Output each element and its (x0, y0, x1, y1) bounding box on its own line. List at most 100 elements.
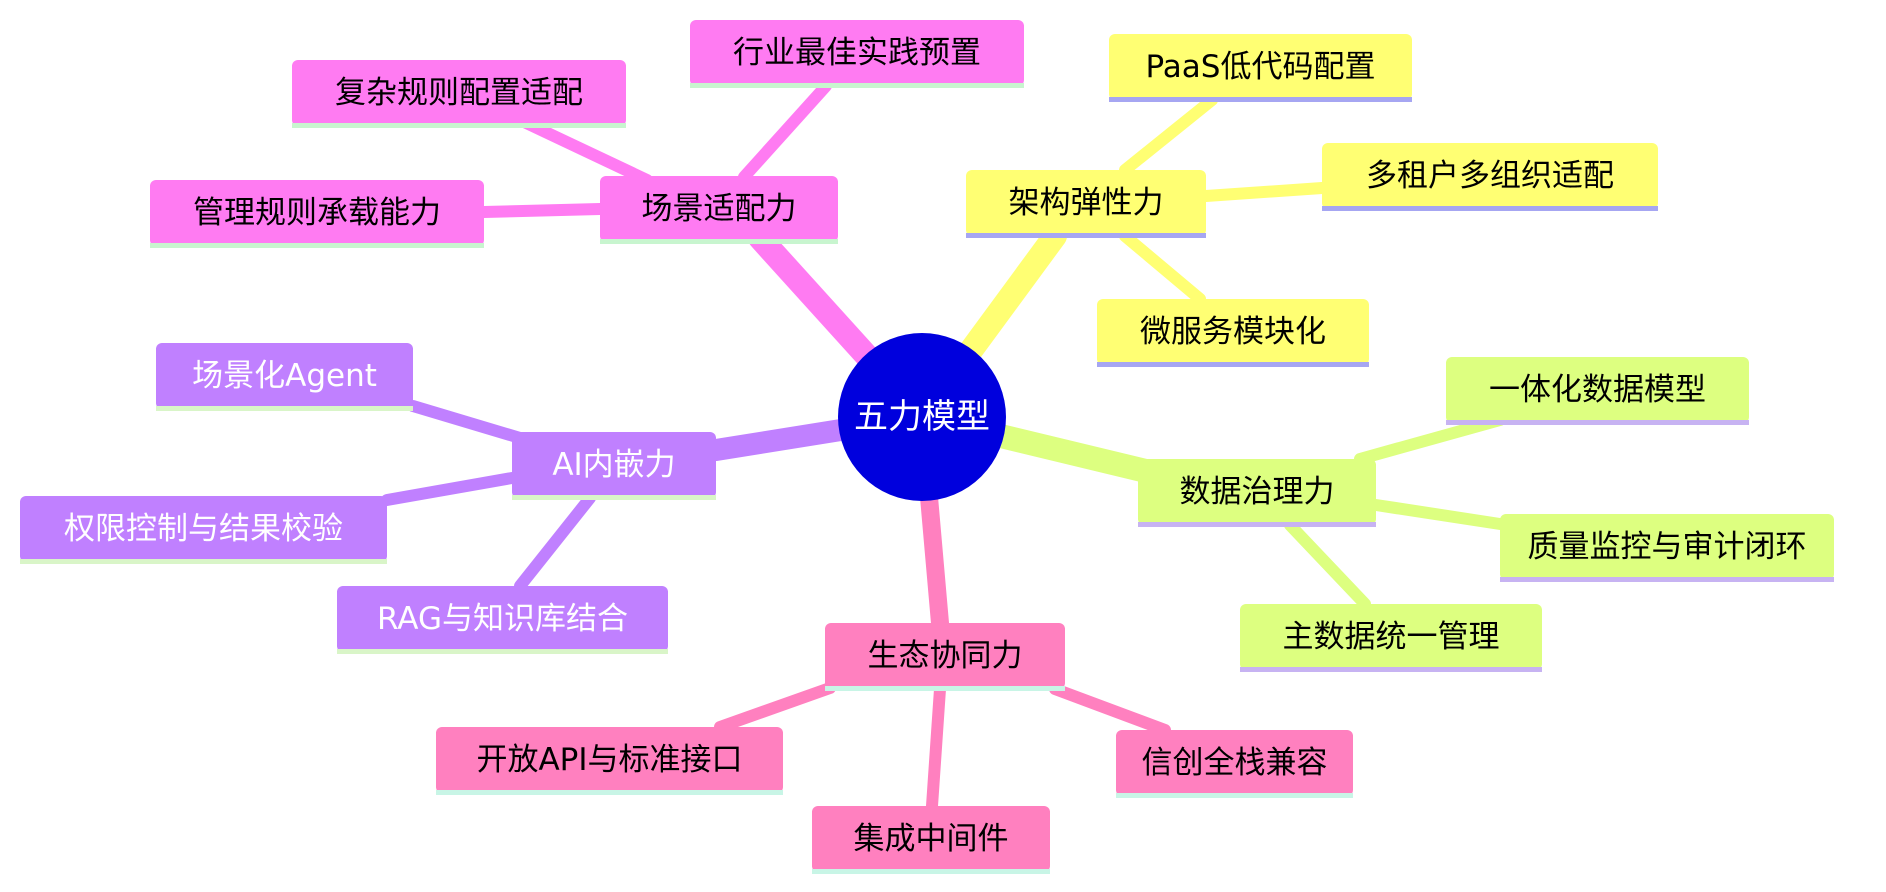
leaf-node-scene-1-label: 复杂规则配置适配 (335, 75, 583, 111)
branch-node-ai-underline (512, 495, 716, 500)
leaf-node-ai-2[interactable]: RAG与知识库结合 (337, 586, 668, 654)
branch-node-data-underline (1138, 522, 1376, 527)
leaf-node-scene-1-underline (292, 123, 626, 128)
leaf-node-data-0-underline (1446, 420, 1749, 425)
branch-node-eco-label: 生态协同力 (868, 638, 1023, 674)
leaf-node-eco-0-label: 开放API与标准接口 (476, 742, 742, 778)
edge-scene-child-0 (738, 80, 832, 183)
branch-node-data[interactable]: 数据治理力 (1138, 459, 1376, 527)
edge-arch-child-0 (1119, 94, 1218, 176)
edge-eco-child-1 (926, 683, 946, 812)
branch-node-eco-box (825, 623, 1065, 689)
branch-node-ai-label: AI内嵌力 (552, 447, 675, 483)
leaf-node-arch-0-underline (1109, 97, 1412, 102)
leaf-node-ai-1-underline (20, 559, 387, 564)
leaf-node-scene-0[interactable]: 行业最佳实践预置 (690, 20, 1024, 88)
leaf-node-arch-0-box (1109, 34, 1412, 100)
edge-arch-child-2 (1119, 230, 1206, 305)
leaf-node-ai-0-box (156, 343, 413, 409)
leaf-node-scene-0-label: 行业最佳实践预置 (733, 35, 981, 71)
branch-node-scene-label: 场景适配力 (642, 191, 797, 227)
leaf-node-scene-1[interactable]: 复杂规则配置适配 (292, 60, 626, 128)
leaf-node-arch-2-underline (1097, 362, 1369, 367)
leaf-node-data-2[interactable]: 主数据统一管理 (1240, 604, 1542, 672)
edge-ai-child-2 (514, 492, 596, 592)
branch-node-eco[interactable]: 生态协同力 (825, 623, 1065, 691)
leaf-node-scene-0-box (690, 20, 1024, 86)
leaf-node-eco-2-underline (1116, 793, 1353, 798)
leaf-node-data-1-label: 质量监控与审计闭环 (1528, 529, 1807, 565)
leaf-node-arch-1-underline (1322, 206, 1658, 211)
leaf-node-arch-2[interactable]: 微服务模块化 (1097, 299, 1369, 367)
leaf-node-eco-1-box (812, 806, 1050, 872)
leaf-node-arch-2-label: 微服务模块化 (1140, 314, 1326, 350)
leaf-node-data-1-underline (1500, 577, 1834, 582)
leaf-node-eco-1-label: 集成中间件 (854, 821, 1009, 857)
leaf-node-eco-1[interactable]: 集成中间件 (812, 806, 1050, 874)
branch-node-scene-underline (600, 239, 838, 244)
branch-node-ai-box (512, 432, 716, 498)
leaf-node-eco-0-box (436, 727, 783, 793)
branch-node-arch-label: 架构弹性力 (1009, 185, 1164, 221)
leaf-node-scene-2-label: 管理规则承载能力 (193, 195, 441, 231)
leaf-node-data-1[interactable]: 质量监控与审计闭环 (1500, 514, 1834, 582)
branch-node-data-label: 数据治理力 (1180, 474, 1335, 510)
branch-node-arch-underline (966, 233, 1206, 238)
branch-node-eco-underline (825, 686, 1065, 691)
leaf-node-ai-2-underline (337, 649, 668, 654)
leaf-node-ai-1-label: 权限控制与结果校验 (64, 511, 343, 547)
leaf-node-eco-2[interactable]: 信创全栈兼容 (1116, 730, 1353, 798)
edge-data-child-2 (1284, 519, 1371, 610)
leaf-node-scene-2-underline (150, 243, 484, 248)
edge-scene-child-1 (514, 114, 653, 186)
leaf-node-data-2-label: 主数据统一管理 (1283, 619, 1500, 655)
leaf-node-eco-1-underline (812, 869, 1050, 874)
leaf-node-arch-1-label: 多租户多组织适配 (1366, 158, 1614, 194)
leaf-node-scene-2-box (150, 180, 484, 246)
leaf-node-ai-1-box (20, 496, 387, 562)
edge-eco-child-2 (1049, 683, 1171, 736)
edge-data-child-0 (1354, 414, 1506, 465)
center-node-label: 五力模型 (854, 397, 990, 437)
edge-ai-child-1 (381, 472, 518, 506)
branch-node-ai[interactable]: AI内嵌力 (512, 432, 716, 500)
leaf-node-ai-0-underline (156, 406, 413, 411)
leaf-node-data-0[interactable]: 一体化数据模型 (1446, 357, 1749, 425)
leaf-node-arch-1[interactable]: 多租户多组织适配 (1322, 143, 1658, 211)
leaf-node-scene-2[interactable]: 管理规则承载能力 (150, 180, 484, 248)
leaf-node-scene-0-underline (690, 83, 1024, 88)
branch-node-scene[interactable]: 场景适配力 (600, 176, 838, 244)
leaf-node-ai-0[interactable]: 场景化Agent (156, 343, 413, 411)
leaf-node-scene-1-box (292, 60, 626, 126)
branch-node-data-box (1138, 459, 1376, 525)
leaf-node-arch-2-box (1097, 299, 1369, 365)
center-node[interactable]: 五力模型 (838, 333, 1006, 501)
leaf-node-eco-2-label: 信创全栈兼容 (1142, 745, 1328, 781)
edge-arch-child-1 (1200, 182, 1328, 202)
edge-scene-child-2 (478, 203, 606, 218)
edge-eco-child-0 (714, 682, 836, 733)
leaf-node-eco-2-box (1116, 730, 1353, 796)
leaf-node-eco-0-underline (436, 790, 783, 795)
edge-ai-child-0 (407, 400, 526, 444)
mindmap-edges (381, 80, 1506, 812)
leaf-node-data-2-box (1240, 604, 1542, 670)
branch-node-scene-box (600, 176, 838, 242)
leaf-node-ai-2-label: RAG与知识库结合 (377, 601, 628, 637)
leaf-node-ai-1[interactable]: 权限控制与结果校验 (20, 496, 387, 564)
branch-node-arch-box (966, 170, 1206, 236)
leaf-node-ai-2-box (337, 586, 668, 652)
leaf-node-data-1-box (1500, 514, 1834, 580)
leaf-node-arch-0[interactable]: PaaS低代码配置 (1109, 34, 1412, 102)
leaf-node-arch-1-box (1322, 143, 1658, 209)
edge-data-child-1 (1370, 499, 1506, 530)
branch-node-arch[interactable]: 架构弹性力 (966, 170, 1206, 238)
leaf-node-eco-0[interactable]: 开放API与标准接口 (436, 727, 783, 795)
leaf-node-arch-0-label: PaaS低代码配置 (1146, 49, 1376, 85)
leaf-node-data-0-label: 一体化数据模型 (1489, 372, 1706, 408)
leaf-node-ai-0-label: 场景化Agent (192, 358, 377, 394)
leaf-node-data-2-underline (1240, 667, 1542, 672)
center-node-circle (838, 333, 1006, 501)
